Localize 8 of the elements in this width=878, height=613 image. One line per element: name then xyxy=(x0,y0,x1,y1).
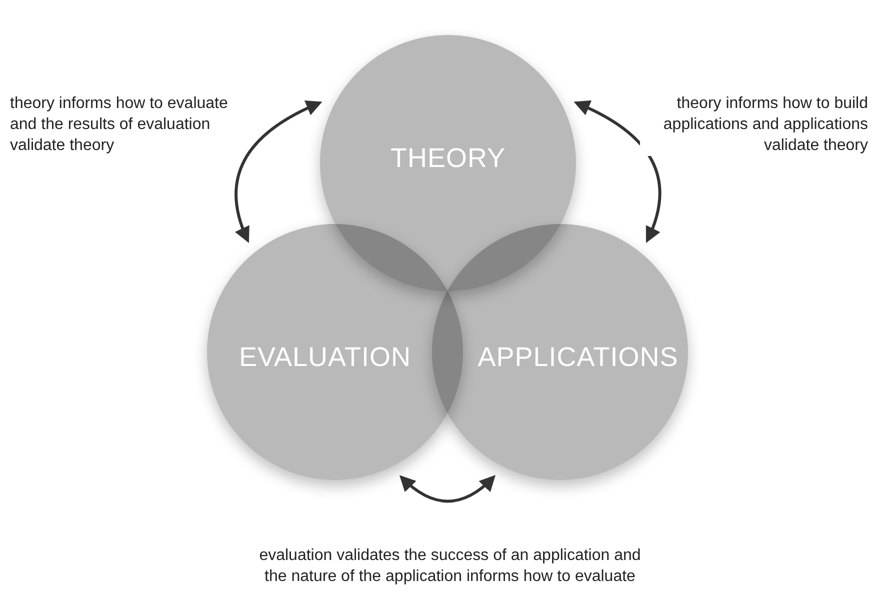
edge-label: theory informs how to build applications and applications validate theory xyxy=(640,93,868,156)
double-headed-arrow xyxy=(234,100,322,244)
double-headed-arrow xyxy=(574,100,662,244)
circle-label: THEORY xyxy=(390,142,506,174)
edge-label: theory informs how to evaluate and the results of evaluation validate theory xyxy=(10,93,230,156)
double-headed-arrow xyxy=(399,475,496,503)
circle-label: EVALUATION xyxy=(238,342,412,372)
circle-label: APPLICATIONS xyxy=(478,342,678,372)
